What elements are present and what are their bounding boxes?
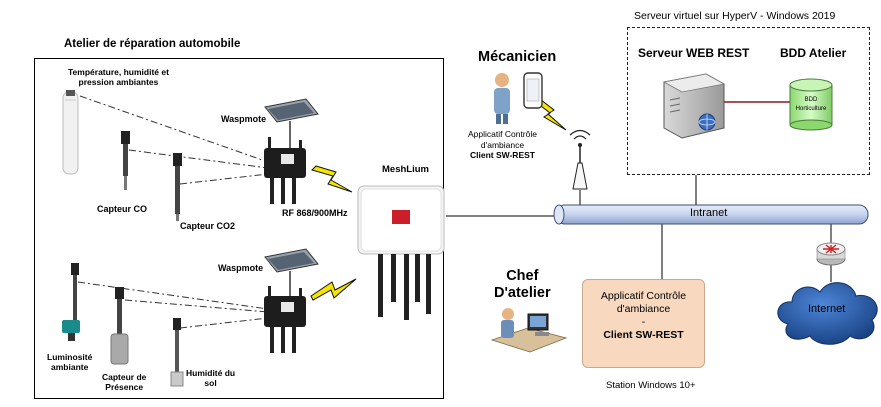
temperature-sensor-icon — [62, 90, 79, 175]
presence-sensor-label: Capteur de Présence — [102, 372, 146, 392]
presence-sensor-icon — [110, 287, 129, 365]
db-label-line1: BDD — [804, 97, 818, 103]
chef-title-line2: D'atelier — [494, 285, 551, 301]
soil-humidity-sensor-label-line2: sol — [204, 378, 217, 388]
server-frame — [627, 27, 870, 175]
luminosity-sensor-label: Luminosité ambiante — [47, 352, 92, 372]
network-links — [446, 175, 832, 282]
phone-icon — [523, 72, 543, 109]
mechanic-title: Mécanicien — [478, 49, 557, 65]
luminosity-sensor-label-line2: ambiante — [51, 362, 89, 372]
station-app-line1: Applicatif Contrôle — [600, 290, 687, 302]
station-app-dash: - — [641, 316, 646, 328]
chef-workstation-icon — [490, 308, 568, 353]
mechanic-app-line1: Applicatif Contrôle — [468, 129, 537, 139]
mechanic-app-line2: d'ambiance — [480, 139, 525, 150]
chef-title-line1: Chef — [506, 268, 539, 284]
co-sensor-label: Capteur CO — [97, 204, 148, 214]
station-app-label: Applicatif Contrôle d'ambiance - Client … — [582, 290, 705, 342]
station-client-label: Client SW-REST — [603, 329, 684, 341]
internet-cloud-icon — [777, 282, 878, 345]
chef-title: Chef D'atelier — [494, 268, 551, 302]
server-caption: Serveur virtuel sur HyperV - Windows 201… — [634, 10, 836, 22]
meshlium-label: MeshLium — [382, 164, 429, 175]
co2-sensor-label: Capteur CO2 — [180, 221, 236, 231]
wifi-antenna-icon — [569, 129, 591, 190]
web-server-title: Serveur WEB REST — [638, 46, 750, 60]
station-caption: Station Windows 10+ — [606, 380, 696, 391]
waspmote-top-label: Waspmote — [221, 114, 267, 124]
station-app-line2: d'ambiance — [616, 303, 671, 315]
meshlium-icon — [357, 185, 445, 320]
station-box — [582, 279, 705, 368]
presence-sensor-label-line1: Capteur de — [102, 372, 147, 382]
waspmote-bottom-icon — [264, 248, 319, 353]
soil-humidity-sensor-label: Humidité du sol — [186, 368, 235, 388]
lightning-top-icon — [311, 165, 353, 193]
db-title: BDD Atelier — [780, 46, 847, 60]
presence-sensor-label-line2: Présence — [105, 382, 144, 392]
db-inner-label: BDD Horticulture — [790, 96, 832, 114]
waspmote-bottom-label: Waspmote — [218, 263, 264, 273]
soil-humidity-sensor-label-line1: Humidité du — [186, 368, 236, 378]
router-icon — [816, 242, 846, 266]
luminosity-sensor-label-line1: Luminosité — [47, 352, 93, 362]
mechanic-client-label: Client SW-REST — [469, 150, 535, 160]
server-icon — [662, 73, 726, 139]
intranet-label: Intranet — [690, 207, 728, 219]
db-label-line2: Horticulture — [795, 106, 827, 112]
temperature-sensor-label-line2: pression ambiantes — [78, 77, 159, 87]
co2-sensor-icon — [173, 153, 182, 221]
internet-label: Internet — [808, 303, 846, 315]
database-icon — [789, 78, 833, 131]
sensor-links — [77, 95, 269, 329]
temperature-sensor-label: Température, humidité et pression ambian… — [68, 67, 169, 87]
mechanic-app-label: Applicatif Contrôle d'ambiance Client SW… — [468, 129, 537, 161]
soil-humidity-sensor-icon — [170, 318, 184, 387]
temperature-sensor-label-line1: Température, humidité et — [68, 67, 169, 77]
co-sensor-icon — [121, 131, 130, 190]
atelier-title: Atelier de réparation automobile — [64, 38, 241, 50]
rf-label: RF 868/900MHz — [282, 208, 348, 218]
lightning-bottom-icon — [310, 278, 357, 301]
intranet-pipe — [553, 204, 869, 225]
luminosity-sensor-icon — [62, 263, 80, 341]
waspmote-top-icon — [264, 98, 319, 204]
mechanic-person-icon — [494, 73, 510, 124]
